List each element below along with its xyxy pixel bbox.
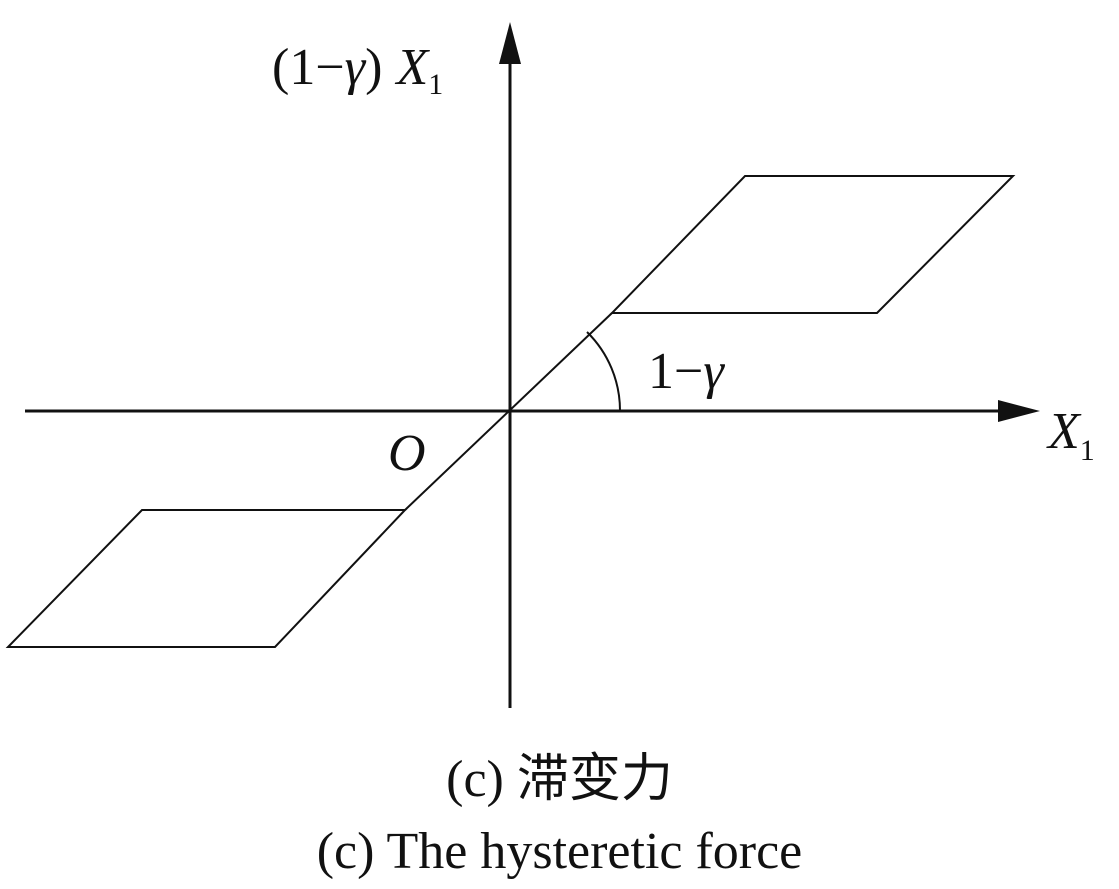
x-axis-label: X1: [1046, 403, 1095, 467]
caption-chinese: (c) 滞变力: [446, 751, 673, 808]
elastic-line: [404, 312, 613, 511]
lower-hysteresis-loop: [5, 509, 408, 648]
caption-english: (c) The hysteretic force: [316, 823, 803, 880]
upper-hysteresis-loop: [609, 175, 1016, 314]
y-axis-label: (1−γ)X1: [272, 39, 443, 101]
slope-angle-arc: [586, 331, 622, 412]
origin-label: O: [388, 425, 426, 482]
slope-label: 1−γ: [648, 343, 725, 400]
y-axis-arrow: [499, 22, 521, 64]
x-axis-arrow: [998, 400, 1040, 422]
